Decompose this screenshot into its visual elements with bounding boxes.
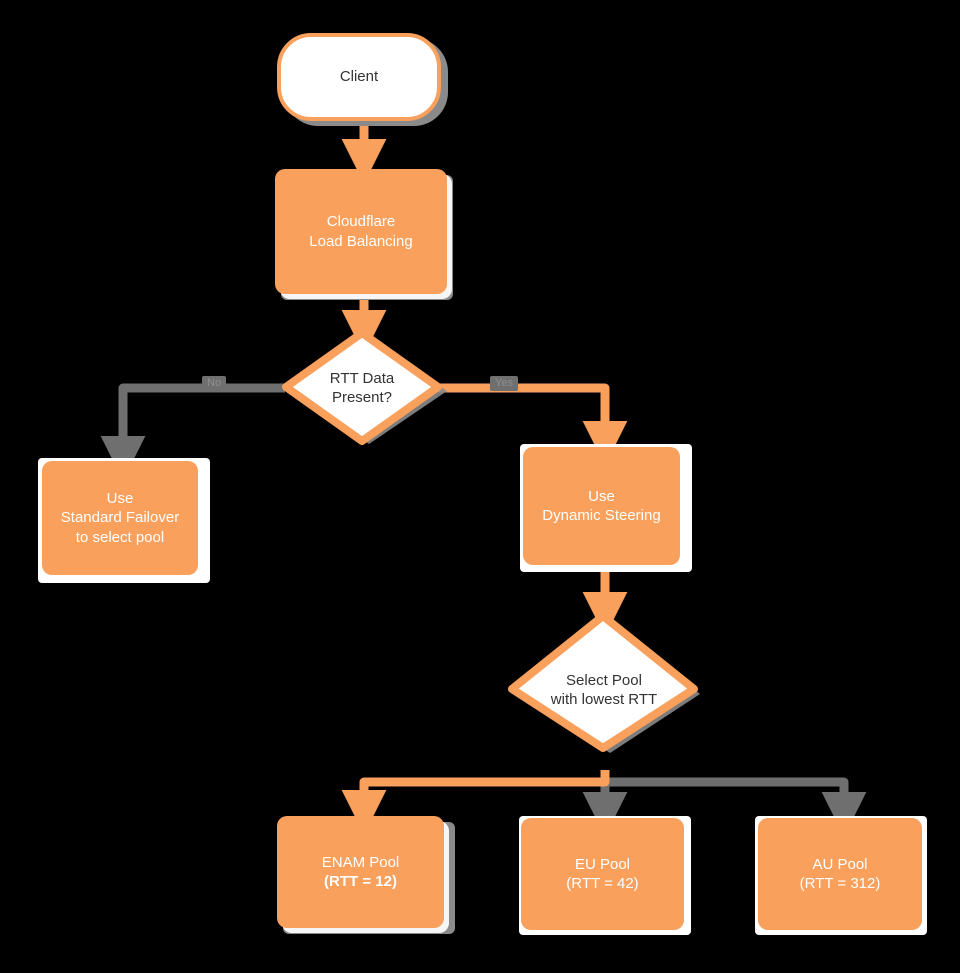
node-client[interactable]: Client	[277, 33, 441, 121]
edge-label-yes: Yes	[490, 376, 518, 391]
edge-selectpool-to-au	[605, 777, 867, 837]
node-au-pool-label-line1: AU Pool	[812, 855, 868, 873]
decision-selectpool-text: Select Pool with lowest RTT	[550, 671, 658, 709]
node-au-pool-label-line2: (RTT = 312)	[799, 875, 881, 892]
edge-label-no: No	[202, 376, 227, 391]
decision-select-pool[interactable]	[508, 612, 698, 752]
node-load-balancing-label: Cloudflare Load Balancing	[309, 213, 413, 250]
node-eu-pool-label-line1: EU Pool	[574, 855, 631, 873]
node-load-balancing[interactable]: Cloudflare Load Balancing	[275, 169, 447, 294]
decision-rtt-data-present[interactable]	[282, 329, 442, 445]
edge-label-yes-text: Yes	[495, 377, 513, 389]
decision-rtt-text: RTT Data Present?	[329, 369, 395, 407]
node-standard-failover-label: Use Standard Failover to select pool	[60, 490, 180, 546]
node-enam-pool-label-line2: (RTT = 12)	[324, 873, 397, 890]
node-au-pool[interactable]: AU Pool (RTT = 312)	[758, 818, 922, 930]
node-rtt-data-present-label: RTT Data Present?	[292, 360, 432, 416]
node-dynamic-steering-label: Use Dynamic Steering	[542, 487, 661, 524]
node-enam-pool[interactable]: ENAM Pool (RTT = 12)	[277, 816, 444, 928]
node-client-label: Client	[339, 68, 379, 86]
edge-rtt-to-standard-failover	[100, 383, 285, 481]
edge-selectpool-to-enam	[341, 770, 610, 835]
node-eu-pool[interactable]: EU Pool (RTT = 42)	[521, 818, 684, 930]
node-select-pool-label: Select Pool with lowest RTT	[523, 662, 685, 718]
edge-label-no-text: No	[207, 377, 222, 389]
node-dynamic-steering[interactable]: Use Dynamic Steering	[523, 447, 680, 565]
edge-rtt-to-dynamic-steering	[437, 383, 628, 466]
node-enam-pool-label-line1: ENAM Pool	[321, 853, 400, 871]
node-standard-failover[interactable]: Use Standard Failover to select pool	[42, 461, 198, 575]
node-eu-pool-label-line2: (RTT = 42)	[566, 875, 639, 892]
